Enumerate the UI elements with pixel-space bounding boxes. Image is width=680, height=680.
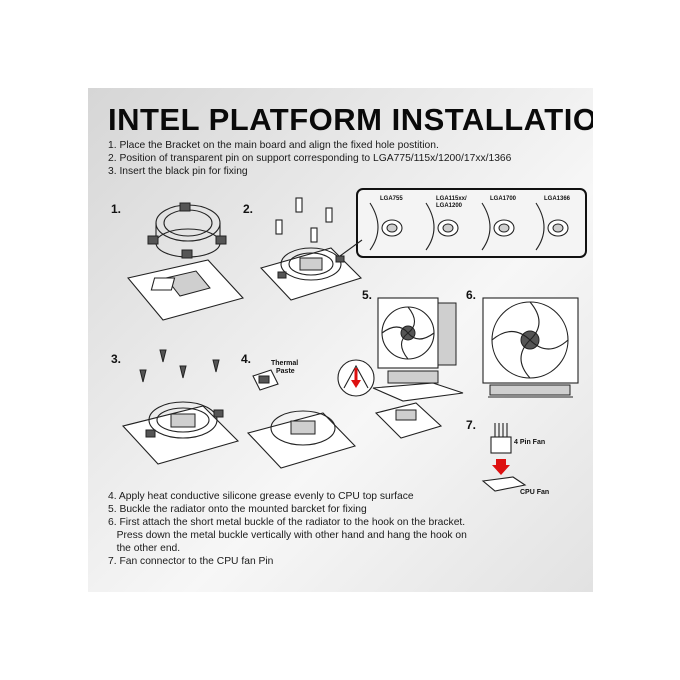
instructions-top: 1. Place the Bracket on the main board a…: [108, 139, 511, 178]
step-1-illustration: [127, 202, 245, 321]
instruction-step-4: 4. Apply heat conductive silicone grease…: [108, 491, 414, 502]
socket-label-lga1366: LGA1366: [544, 196, 571, 202]
step-number-2: 2.: [243, 202, 254, 216]
step-number-7: 7.: [466, 418, 477, 432]
instruction-step-5: 5. Buckle the radiator onto the mounted …: [108, 504, 367, 515]
step-2-illustration: [259, 197, 363, 301]
socket-label-lga1200: LGA1200: [436, 203, 463, 209]
step-number-4: 4.: [241, 352, 252, 366]
fan-connector-illustration: [481, 423, 527, 492]
cpu-fan-label: CPU Fan: [520, 489, 550, 496]
paste-label: Paste: [276, 368, 295, 375]
thermal-label: Thermal: [271, 360, 299, 367]
step-5-cooler-illustration: [372, 297, 464, 402]
socket-label-lga1700: LGA1700: [490, 196, 517, 202]
instruction-step-1: 1. Place the Bracket on the main board a…: [108, 140, 439, 151]
step-number-1: 1.: [111, 202, 122, 216]
instruction-sheet: INTEL PLATFORM INSTALLATION 1. Place the…: [88, 88, 593, 592]
page-title: INTEL PLATFORM INSTALLATION: [108, 102, 593, 137]
instruction-step-6-cont-2: the other end.: [108, 543, 181, 554]
instructions-bottom: 4. Apply heat conductive silicone grease…: [108, 490, 467, 568]
step-4-illustration: [246, 369, 357, 469]
step-number-5: 5.: [362, 288, 373, 302]
buckle-detail-illustration: [337, 359, 443, 439]
instruction-step-6: 6. First attach the short metal buckle o…: [108, 517, 466, 528]
step-number-3: 3.: [111, 352, 122, 366]
socket-label-lga115x: LGA115xx/: [436, 196, 467, 202]
socket-pin-detail-box: [356, 188, 587, 258]
socket-label-lga755: LGA755: [380, 196, 403, 202]
detail-pointer-line: [339, 239, 363, 257]
instruction-step-7: 7. Fan connector to the CPU fan Pin: [108, 556, 274, 567]
four-pin-fan-label: 4 Pin Fan: [514, 439, 546, 446]
instruction-step-6-cont-1: Press down the metal buckle vertically w…: [108, 530, 467, 541]
instruction-step-2: 2. Position of transparent pin on suppor…: [108, 153, 512, 164]
step-3-illustration: [121, 349, 240, 465]
step-number-6: 6.: [466, 288, 477, 302]
step-6-cooler-illustration: [482, 297, 579, 398]
instruction-step-3: 3. Insert the black pin for fixing: [108, 166, 248, 177]
